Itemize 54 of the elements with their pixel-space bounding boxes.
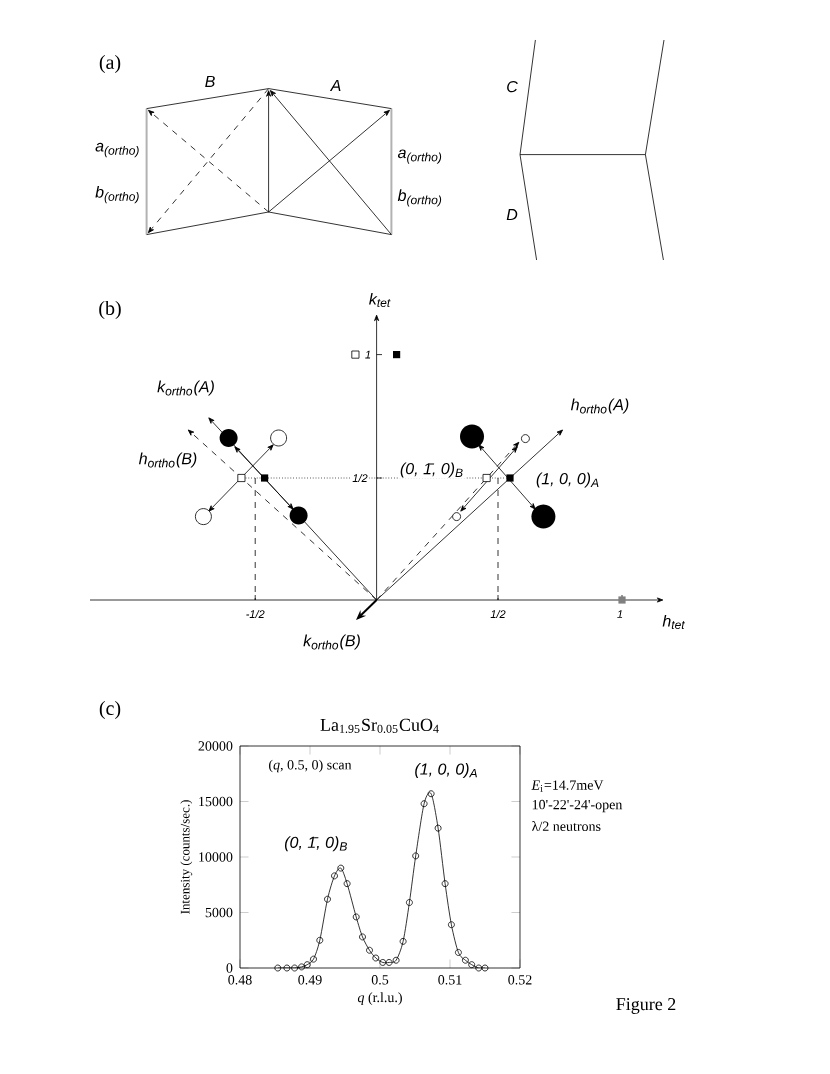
domain-label: D bbox=[505, 207, 519, 222]
point bbox=[441, 880, 449, 888]
point bbox=[359, 933, 366, 941]
panel-label: (a) bbox=[97, 53, 123, 75]
point bbox=[331, 872, 338, 880]
point bbox=[283, 964, 291, 972]
point bbox=[316, 936, 324, 944]
axis-label: a$_{(ortho)}$ bbox=[93, 141, 142, 159]
point bbox=[298, 963, 305, 971]
point bbox=[420, 800, 428, 808]
sublattice-label: B bbox=[203, 74, 217, 89]
point bbox=[291, 964, 298, 972]
sublattice-label: A bbox=[329, 78, 343, 93]
point bbox=[399, 937, 407, 945]
point bbox=[379, 959, 387, 966]
point bbox=[392, 956, 400, 964]
vector-label: h$_{ortho}$(B) bbox=[137, 451, 199, 469]
point bbox=[274, 964, 282, 972]
point bbox=[434, 824, 442, 832]
panel-label: (c) bbox=[97, 699, 123, 721]
axis-label: b$_{(ortho)}$ bbox=[396, 188, 445, 208]
axis-label: k$_{tet}$ bbox=[367, 291, 393, 309]
vector-label: k$_{ortho}$(B) bbox=[301, 633, 363, 651]
axis-label: h$_{tet}$ bbox=[661, 613, 687, 631]
point bbox=[343, 880, 351, 888]
domain-label: C bbox=[505, 79, 519, 94]
point bbox=[468, 961, 476, 969]
point bbox=[427, 790, 435, 798]
point bbox=[303, 961, 311, 969]
annotation: (1, 0, 0)$_{A}$ bbox=[415, 762, 477, 778]
point bbox=[448, 921, 455, 929]
point bbox=[310, 955, 317, 963]
point bbox=[481, 964, 489, 972]
point bbox=[337, 864, 345, 872]
peak-label: (0, 1̄, 0)$_{B}$ bbox=[398, 461, 466, 479]
panel-label: (b) bbox=[97, 299, 123, 321]
chart-title: La$_{1.95}$Sr$_{0.05}$CuO$_{4}$ bbox=[320, 718, 439, 733]
point bbox=[462, 956, 469, 964]
point bbox=[455, 949, 462, 956]
vector-label: k$_{ortho}$(A) bbox=[155, 379, 217, 397]
axis-label: b$_{(ortho)}$ bbox=[93, 184, 142, 205]
peak-label: (1, 0, 0)$_{A}$ bbox=[534, 471, 602, 489]
axis-label: a$_{(ortho)}$ bbox=[396, 148, 445, 165]
point bbox=[406, 899, 413, 906]
figure-label: Figure 2 bbox=[614, 996, 678, 1016]
annotation: (0, 1̄, 0)$_{B}$ bbox=[284, 836, 347, 852]
point bbox=[372, 954, 380, 962]
point bbox=[475, 964, 483, 972]
vector-label: h$_{ortho}$(A) bbox=[569, 397, 631, 415]
point bbox=[366, 946, 373, 954]
point bbox=[385, 959, 393, 966]
point bbox=[412, 852, 420, 860]
point bbox=[352, 913, 360, 921]
point bbox=[324, 895, 331, 903]
